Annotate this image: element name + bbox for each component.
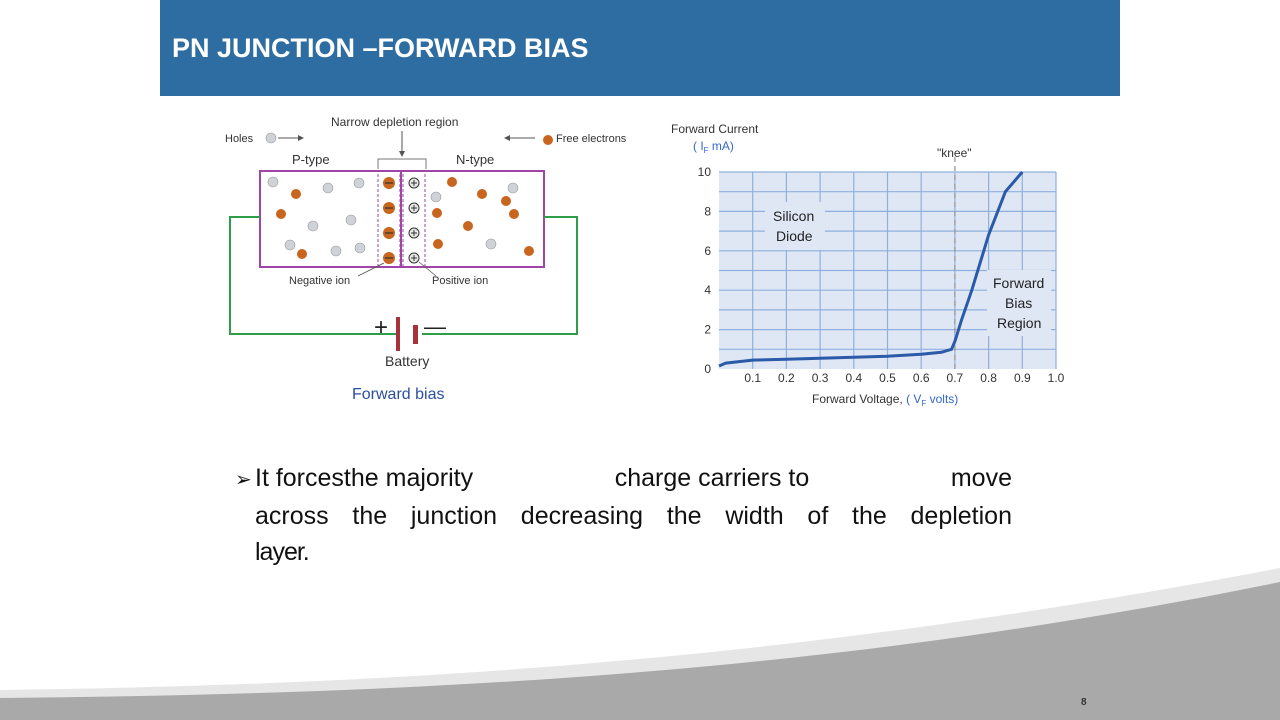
hole	[267, 176, 279, 188]
hole	[353, 177, 365, 189]
text-segment-3: move	[950, 464, 1012, 492]
electron	[276, 209, 286, 219]
bullet-paragraph: ➢ It forcesthe majority charge carriers …	[235, 460, 1012, 570]
electron	[501, 196, 511, 206]
region-label-line1: Forward	[993, 275, 1044, 291]
iv-curve	[718, 171, 1024, 368]
bullet-line-1: ➢ It forcesthe majority charge carriers …	[235, 460, 1012, 498]
y-tick-label: 0	[704, 362, 711, 376]
forward-bias-caption: Forward bias	[352, 386, 444, 403]
n-type-label: N-type	[456, 152, 494, 167]
chart-ylabel: Forward Current	[671, 122, 759, 136]
electron	[432, 208, 442, 218]
electron	[297, 249, 307, 259]
page-number: 8	[1081, 697, 1087, 708]
region-label-bg	[987, 270, 1051, 336]
electrons-arrowhead	[504, 135, 510, 141]
n-region-holes	[430, 182, 519, 250]
positive-ion-marks	[411, 180, 417, 261]
negative-ion-label: Negative ion	[289, 275, 350, 287]
y-tick-labels: 0 2 4 6 8 10	[698, 165, 712, 376]
p-region-holes	[267, 176, 366, 257]
silicon-label-line1: Silicon	[773, 208, 814, 224]
knee-label: "knee"	[937, 146, 972, 160]
x-tick-label: 0.4	[845, 371, 862, 385]
hole	[485, 238, 497, 250]
electron	[509, 209, 519, 219]
electron	[433, 239, 443, 249]
wire-right	[422, 216, 578, 335]
y-tick-label: 10	[698, 165, 712, 179]
electron	[447, 177, 457, 187]
swoosh-dark	[0, 582, 1280, 720]
holes-legend-dot	[265, 132, 277, 144]
x-tick-label: 0.7	[947, 371, 964, 385]
electron	[291, 189, 301, 199]
title-bar: PN JUNCTION –FORWARD BIAS	[160, 0, 1120, 96]
electron	[524, 246, 534, 256]
depletion-arrowhead	[399, 151, 405, 157]
y-tick-label: 6	[704, 244, 711, 258]
silicon-label-bg	[765, 202, 825, 250]
bullet-line-3: layer.	[255, 538, 310, 566]
y-tick-label: 8	[704, 204, 711, 218]
depletion-label: Narrow depletion region	[331, 115, 458, 129]
bullet-line-1-words: It forcesthe majority charge carriers to…	[255, 460, 1012, 496]
y-tick-label: 4	[704, 283, 711, 297]
positive-ion-pointer	[418, 261, 437, 277]
positive-ion-label: Positive ion	[432, 275, 488, 287]
electron	[477, 189, 487, 199]
hole	[507, 182, 519, 194]
electron-legend-dot	[543, 135, 553, 145]
bullet-arrow-icon: ➢	[235, 469, 252, 491]
holes-arrowhead	[298, 135, 304, 141]
depletion-bracket	[377, 158, 427, 169]
hole	[307, 220, 319, 232]
x-tick-label: 0.1	[744, 371, 761, 385]
x-tick-label: 0.3	[812, 371, 829, 385]
holes-label: Holes	[225, 133, 254, 145]
battery-plate-positive	[396, 317, 400, 351]
x-tick-label: 0.8	[980, 371, 997, 385]
p-region-electrons	[276, 189, 307, 259]
text-segment-2: charge carriers to	[614, 464, 810, 492]
x-tick-label: 0.6	[913, 371, 930, 385]
hole	[322, 182, 334, 194]
electron	[463, 221, 473, 231]
region-label-line2: Bias	[1005, 295, 1032, 311]
negative-ion-pointer	[357, 262, 385, 277]
hole	[284, 239, 296, 251]
text-segment-1: It forcesthe majority	[255, 464, 474, 492]
pn-junction-diagram: Holes Narrow depletion region Free elect…	[225, 115, 627, 403]
y-tick-label: 2	[704, 323, 711, 337]
hole	[354, 242, 366, 254]
region-label-line3: Region	[997, 315, 1041, 331]
battery-label: Battery	[385, 353, 429, 369]
hole	[330, 245, 342, 257]
wire-left	[229, 216, 396, 335]
battery-plus-sign: +	[374, 314, 388, 341]
hole	[345, 214, 357, 226]
chart-xlabel: Forward Voltage, ( VF volts)	[812, 392, 958, 408]
battery-plate-negative	[413, 325, 418, 344]
footer-swoosh	[0, 568, 1280, 720]
battery-minus-sign: —	[424, 314, 446, 339]
x-tick-label: 0.5	[879, 371, 896, 385]
x-tick-labels: 0.1 0.2 0.3 0.4 0.5 0.6 0.7 0.8 0.9 1.0	[744, 371, 1064, 385]
silicon-label-line2: Diode	[776, 228, 813, 244]
hole	[430, 191, 442, 203]
free-electrons-label: Free electrons	[556, 133, 627, 145]
n-region-electrons	[432, 177, 534, 256]
bullet-line-2: across the junction decreasing the width…	[255, 502, 1012, 530]
x-tick-label: 1.0	[1048, 371, 1065, 385]
n-depletion-box	[402, 170, 426, 268]
diode-iv-chart: Forward Current ( IF mA) "knee" 0246810 …	[671, 122, 1065, 408]
chart-ylabel-unit: ( IF mA)	[693, 139, 734, 155]
x-tick-label: 0.2	[778, 371, 795, 385]
x-tick-label: 0.9	[1014, 371, 1031, 385]
slide-title: PN JUNCTION –FORWARD BIAS	[172, 33, 589, 63]
negative-ion-marks	[385, 182, 393, 259]
p-type-label: P-type	[292, 152, 330, 167]
